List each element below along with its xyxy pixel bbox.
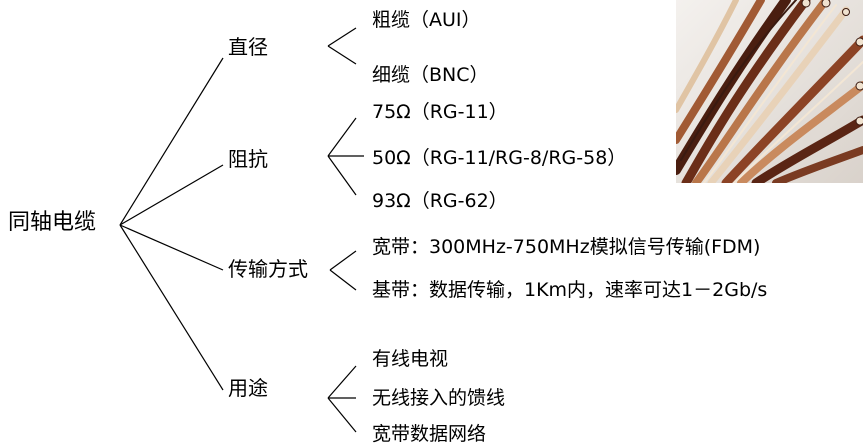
leaf-cable-tv: 有线电视: [372, 348, 449, 370]
branch-transmission: 传输方式: [228, 257, 308, 281]
leaf-wireless-feeder: 无线接入的馈线: [372, 387, 506, 409]
leaf-impedance-50: 50Ω（RG-11/RG-8/RG-58）: [372, 147, 627, 169]
leaf-broadband-network: 宽带数据网络: [372, 423, 487, 445]
leaf-impedance-93: 93Ω（RG-62）: [372, 190, 508, 212]
branch-impedance: 阻抗: [228, 147, 268, 171]
branch-diameter: 直径: [228, 35, 268, 59]
leaf-broadband: 宽带：300MHz-750MHz模拟信号传输(FDM): [372, 236, 761, 258]
leaf-thin-cable: 细缆（BNC）: [372, 64, 489, 86]
leaf-thick-cable: 粗缆（AUI）: [372, 9, 481, 31]
leaf-baseband: 基带：数据传输，1Km内，速率可达1－2Gb/s: [372, 279, 768, 301]
branch-usage: 用途: [228, 376, 268, 400]
leaf-impedance-75: 75Ω（RG-11）: [372, 101, 508, 123]
coaxial-cable-photo: [676, 0, 863, 183]
root-node: 同轴电缆: [8, 210, 97, 235]
